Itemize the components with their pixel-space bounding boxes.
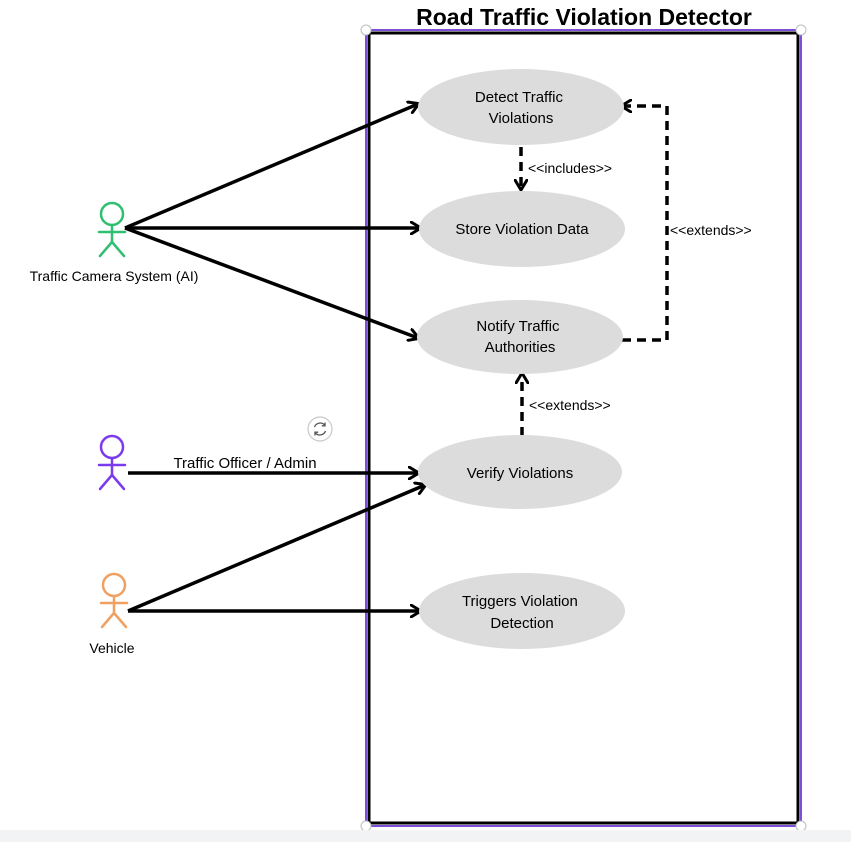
resize-handle-top-right[interactable] <box>795 24 807 36</box>
use-case-label: Triggers Violation Detection <box>462 593 582 632</box>
actor-label: Traffic Officer / Admin <box>173 455 316 472</box>
extends-label-right: <<extends>> <box>670 222 752 238</box>
resize-handle-top-left[interactable] <box>360 24 372 36</box>
selection-handles[interactable] <box>360 24 807 832</box>
extends-notify-detect-arrow[interactable] <box>622 106 669 342</box>
rotate-icon[interactable] <box>307 416 333 442</box>
includes-label: <<includes>> <box>528 160 612 176</box>
stick-figure-icon <box>99 572 129 629</box>
use-case-store-violation-data[interactable]: Store Violation Data <box>419 191 625 267</box>
use-case-verify-violations[interactable]: Verify Violations <box>418 435 622 509</box>
actor-traffic-camera-system[interactable]: Traffic Camera System (AI) <box>30 201 199 284</box>
use-case-detect-traffic-violations[interactable]: Detect Traffic Violations <box>418 69 624 145</box>
relationships <box>521 106 669 436</box>
use-case-notify-traffic-authorities[interactable]: Notify Traffic Authorities <box>417 300 623 374</box>
diagram-title: Road Traffic Violation Detector <box>416 4 752 30</box>
use-case-label: Notify Traffic Authorities <box>476 318 563 356</box>
stick-figure-icon <box>97 434 127 491</box>
association-vehicle-verify[interactable] <box>127 485 425 613</box>
extends-label-verify: <<extends>> <box>529 397 611 413</box>
actor-label: Vehicle <box>89 640 134 656</box>
use-case-label: Verify Violations <box>467 465 573 482</box>
stick-figure-icon <box>97 201 127 258</box>
actor-vehicle[interactable]: Vehicle <box>89 572 135 656</box>
associations <box>124 104 425 613</box>
actor-label: Traffic Camera System (AI) <box>30 268 199 284</box>
system-boundary[interactable] <box>365 29 802 827</box>
canvas-bottom-bar <box>0 830 851 842</box>
use-case-label: Detect Traffic Violations <box>475 89 567 127</box>
association-camera-notify[interactable] <box>124 226 418 338</box>
use-case-triggers-violation-detection[interactable]: Triggers Violation Detection <box>419 573 625 649</box>
association-camera-detect[interactable] <box>124 104 418 230</box>
actor-traffic-officer[interactable]: Traffic Officer / Admin <box>97 434 317 491</box>
use-case-label: Store Violation Data <box>455 221 589 238</box>
